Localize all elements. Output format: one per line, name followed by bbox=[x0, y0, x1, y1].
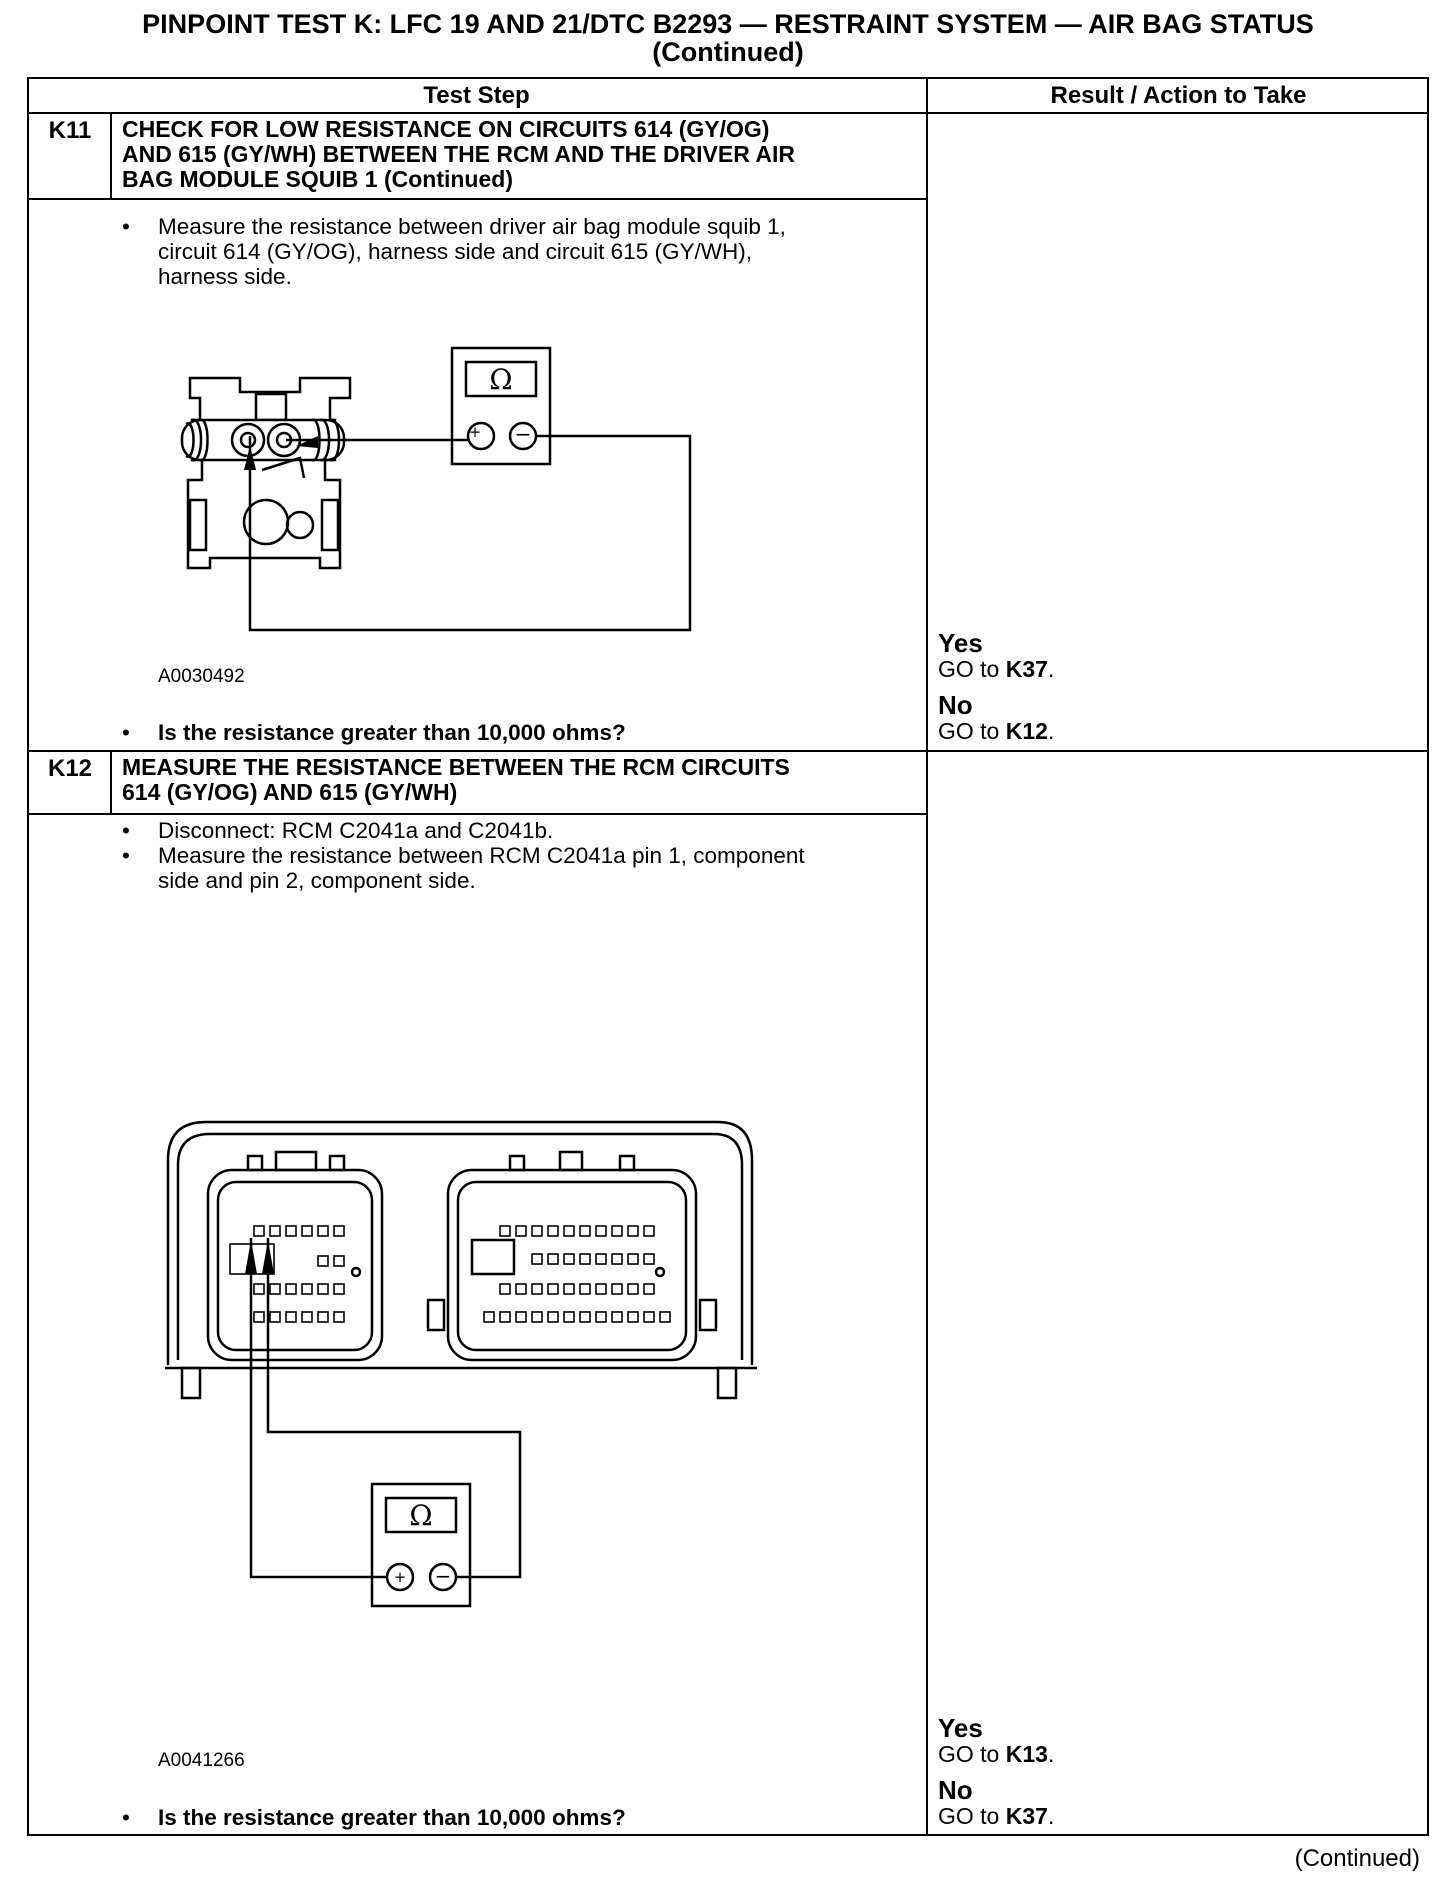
page-title: PINPOINT TEST K: LFC 19 AND 21/DTC B2293… bbox=[0, 10, 1456, 66]
svg-text:−: − bbox=[515, 422, 532, 446]
connector-latch-right bbox=[320, 498, 340, 552]
step-id-k12: K12 bbox=[47, 755, 93, 782]
svg-text:−: − bbox=[435, 1564, 452, 1588]
goto-link[interactable]: K13 bbox=[1005, 1741, 1048, 1767]
goto-link[interactable]: K37 bbox=[1005, 1803, 1048, 1829]
figure-code: A0041266 bbox=[158, 1750, 245, 1771]
svg-text:+: + bbox=[394, 1568, 407, 1586]
step-id-divider bbox=[110, 112, 112, 200]
result-no-action: GO to K12. bbox=[938, 718, 1055, 744]
ohmmeter-body bbox=[370, 1482, 472, 1608]
result-no-action: GO to K37. bbox=[938, 1803, 1055, 1829]
step-id-divider bbox=[110, 750, 112, 815]
continued-footer: (Continued) bbox=[1294, 1845, 1420, 1872]
goto-link[interactable]: K37 bbox=[1005, 656, 1048, 682]
connector-c2041a bbox=[206, 1168, 384, 1362]
ohmmeter-display bbox=[384, 1496, 458, 1534]
result-yes-label: Yes bbox=[938, 628, 983, 658]
step-title-k12: MEASURE THE RESISTANCE BETWEEN THE RCM C… bbox=[122, 754, 790, 805]
result-yes-label: Yes bbox=[938, 1713, 983, 1743]
goto-link[interactable]: K12 bbox=[1005, 718, 1048, 744]
svg-text:+: + bbox=[469, 423, 482, 441]
rcm-housing bbox=[166, 1120, 754, 1365]
header-divider bbox=[27, 112, 1429, 114]
column-divider bbox=[926, 77, 928, 1836]
test-table bbox=[27, 77, 1429, 1836]
figure-code: A0030492 bbox=[158, 666, 245, 687]
connector-latch-left bbox=[188, 498, 208, 552]
result-no-label: No bbox=[938, 1775, 973, 1805]
result-yes-action: GO to K37. bbox=[938, 656, 1055, 682]
result-no-label: No bbox=[938, 690, 973, 720]
result-k12: Yes GO to K13. No GO to K37. bbox=[938, 1715, 1054, 1829]
ohmmeter-display bbox=[464, 360, 538, 398]
ohmmeter-symbol: Ω bbox=[409, 1499, 432, 1532]
test-lead-positive bbox=[249, 1238, 387, 1579]
ohmmeter-symbol: Ω bbox=[489, 363, 512, 396]
ohmmeter-plus-terminal bbox=[466, 421, 496, 451]
connector-c2041b bbox=[446, 1168, 698, 1362]
title-line-1: PINPOINT TEST K: LFC 19 AND 21/DTC B2293… bbox=[142, 9, 1314, 39]
step-title-k11: CHECK FOR LOW RESISTANCE ON CIRCUITS 614… bbox=[122, 116, 795, 192]
title-line-2: (Continued) bbox=[652, 37, 804, 67]
step-divider bbox=[27, 750, 1429, 752]
ohmmeter-body bbox=[450, 346, 552, 466]
test-lead-negative bbox=[266, 1238, 522, 1579]
step-title-divider bbox=[27, 813, 928, 815]
col-header-result: Result / Action to Take bbox=[1050, 82, 1307, 109]
step-id-k11: K11 bbox=[48, 117, 92, 144]
test-lead-positive bbox=[248, 434, 692, 632]
col-header-test-step: Test Step bbox=[423, 82, 530, 109]
result-yes-action: GO to K13. bbox=[938, 1741, 1055, 1767]
step-title-divider bbox=[27, 198, 928, 200]
result-k11: Yes GO to K37. No GO to K12. bbox=[938, 630, 1054, 744]
